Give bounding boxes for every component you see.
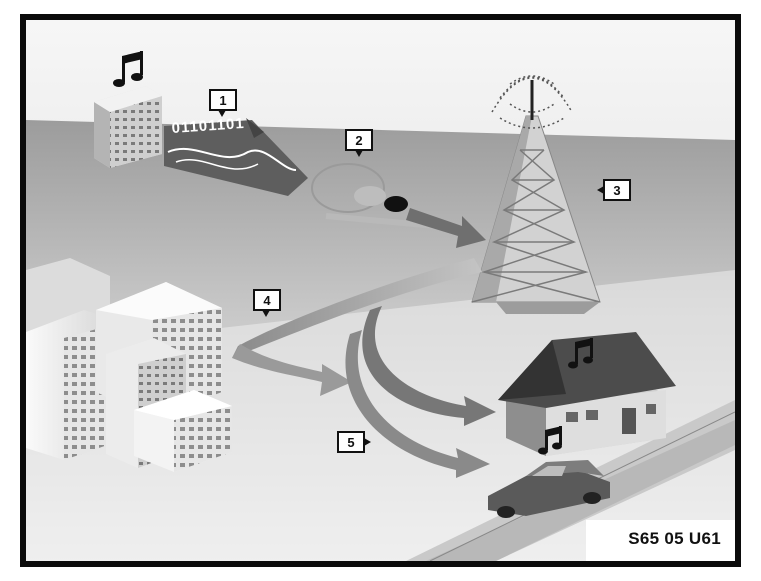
house: [498, 332, 676, 456]
transmission-tower: [471, 80, 601, 314]
broadcast-arrow: [232, 258, 482, 396]
figure-code-label: S65 05 U61: [628, 529, 721, 548]
svg-text:1: 1: [219, 93, 226, 108]
diagram-frame: 01101101: [20, 14, 741, 567]
uplink-arrow: [406, 208, 486, 248]
callout-5: 5: [337, 431, 371, 453]
svg-text:5: 5: [347, 435, 354, 450]
svg-text:2: 2: [355, 133, 362, 148]
broadcast-diagram: 01101101: [26, 20, 735, 561]
callout-1: 1: [209, 89, 237, 117]
svg-text:4: 4: [263, 293, 271, 308]
callout-3: 3: [597, 179, 631, 201]
music-note-icon: [113, 51, 143, 87]
svg-text:3: 3: [613, 183, 620, 198]
music-note-icon: [538, 426, 562, 455]
satellite-dish: [311, 163, 437, 229]
city-buildings: [26, 258, 232, 472]
callout-4: 4: [253, 289, 281, 317]
car: [488, 460, 610, 518]
digital-signal-beam: 01101101: [164, 115, 308, 196]
music-note-icon: [568, 338, 593, 369]
bit-stream-label: 01101101: [171, 115, 245, 137]
radio-waves: [491, 75, 573, 129]
car-arrow: [345, 330, 490, 478]
callout-2: 2: [345, 129, 373, 157]
studio-building: [94, 86, 162, 168]
house-arrow: [362, 306, 496, 426]
